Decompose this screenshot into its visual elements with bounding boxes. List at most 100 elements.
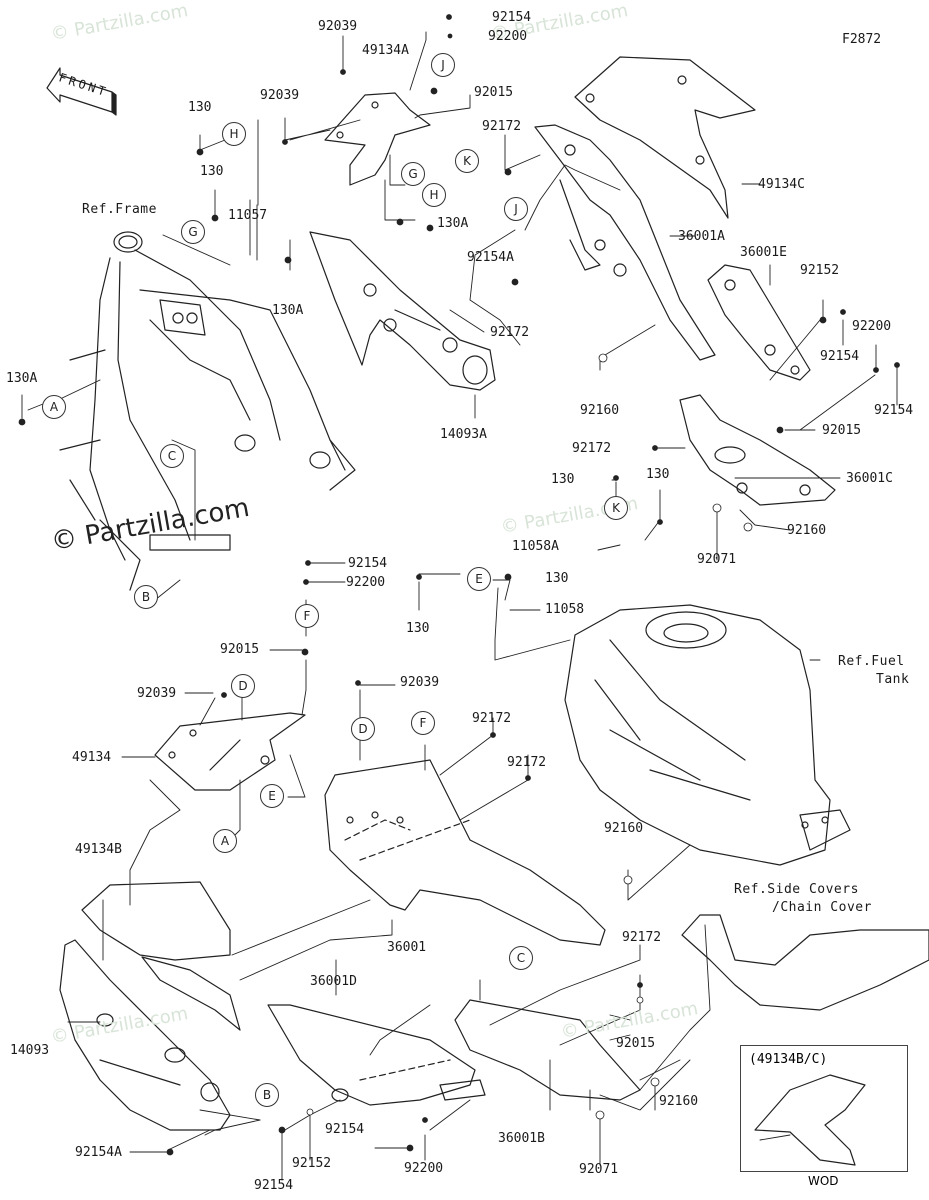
- part-label[interactable]: 92039: [260, 88, 300, 103]
- part-label[interactable]: 92015: [220, 642, 260, 657]
- part-label[interactable]: 92154: [492, 10, 532, 25]
- part-label[interactable]: 130: [200, 164, 224, 179]
- part-label[interactable]: 36001A: [678, 229, 725, 244]
- diagram-code: F2872: [842, 32, 882, 47]
- part-label[interactable]: 14093: [10, 1043, 50, 1058]
- part-label[interactable]: 92160: [580, 403, 620, 418]
- part-label[interactable]: 92015: [822, 423, 862, 438]
- part-36001e-drawing: [707, 264, 811, 381]
- callout-c: C: [160, 444, 184, 468]
- callout-b: B: [134, 585, 158, 609]
- part-label[interactable]: 92154: [874, 403, 914, 418]
- part-label[interactable]: 92172: [482, 119, 522, 134]
- part-label[interactable]: 11057: [228, 208, 268, 223]
- inset-caption: WOD: [808, 1174, 839, 1188]
- frame-drawing: [59, 231, 356, 591]
- part-label[interactable]: 130: [188, 100, 212, 115]
- callout-j: J: [431, 53, 455, 77]
- part-label[interactable]: 92071: [697, 552, 737, 567]
- part-label[interactable]: 36001: [387, 940, 427, 955]
- fasteners: [18, 14, 900, 1156]
- side-cover-drawing: [681, 914, 929, 1011]
- part-36001b-drawing: [439, 999, 641, 1101]
- part-label[interactable]: 92154: [254, 1178, 294, 1193]
- part-49134b-drawing: [81, 881, 241, 1031]
- part-label[interactable]: 92015: [616, 1036, 656, 1051]
- part-label[interactable]: 92200: [852, 319, 892, 334]
- callout-k: K: [455, 149, 479, 173]
- inset-title: (49134B/C): [749, 1052, 828, 1067]
- part-label[interactable]: 92172: [490, 325, 530, 340]
- part-label[interactable]: 92039: [400, 675, 440, 690]
- part-label[interactable]: 49134C: [758, 177, 805, 192]
- part-label[interactable]: 92071: [579, 1162, 619, 1177]
- callout-a: A: [213, 829, 237, 853]
- part-label[interactable]: 92039: [137, 686, 177, 701]
- part-label[interactable]: 92160: [604, 821, 644, 836]
- part-label[interactable]: 92039: [318, 19, 358, 34]
- part-49134a-drawing: [324, 92, 431, 186]
- part-label[interactable]: 130A: [6, 371, 38, 386]
- part-label[interactable]: 92154: [348, 556, 388, 571]
- variant-inset-box: (49134B/C): [740, 1045, 908, 1172]
- part-label[interactable]: 11058A: [512, 539, 559, 554]
- part-label[interactable]: 130: [551, 472, 575, 487]
- part-label[interactable]: 92154: [820, 349, 860, 364]
- part-label[interactable]: 49134B: [75, 842, 122, 857]
- part-label[interactable]: 36001D: [310, 974, 357, 989]
- part-label[interactable]: 36001E: [740, 245, 787, 260]
- callout-g: G: [181, 220, 205, 244]
- part-label[interactable]: 36001C: [846, 471, 893, 486]
- callout-e: E: [260, 784, 284, 808]
- part-label[interactable]: 92152: [800, 263, 840, 278]
- callout-d: D: [231, 674, 255, 698]
- part-label[interactable]: 36001B: [498, 1131, 545, 1146]
- callout-b: B: [255, 1083, 279, 1107]
- part-label[interactable]: 92172: [472, 711, 512, 726]
- part-36001d-drawing: [267, 1004, 476, 1106]
- part-label[interactable]: 130: [545, 571, 569, 586]
- part-label[interactable]: 92152: [292, 1156, 332, 1171]
- part-label[interactable]: 92172: [572, 441, 612, 456]
- part-label[interactable]: 92200: [488, 29, 528, 44]
- part-label[interactable]: 92154A: [467, 250, 514, 265]
- part-label[interactable]: 49134: [72, 750, 112, 765]
- fuel-tank-drawing: [564, 604, 851, 866]
- part-label[interactable]: 92200: [404, 1161, 444, 1176]
- part-label[interactable]: 130A: [437, 216, 469, 231]
- ref-fuel-tank-label-2: Tank: [876, 672, 910, 687]
- inset-part-drawing: [754, 1074, 866, 1166]
- callout-j: J: [504, 197, 528, 221]
- part-label[interactable]: 130A: [272, 303, 304, 318]
- callout-a: A: [42, 395, 66, 419]
- part-label[interactable]: 92200: [346, 575, 386, 590]
- callout-k: K: [604, 496, 628, 520]
- part-36001c-drawing: [679, 394, 836, 506]
- part-label[interactable]: 11058: [545, 602, 585, 617]
- callout-f: F: [411, 711, 435, 735]
- part-label[interactable]: 92015: [474, 85, 514, 100]
- part-49134c-drawing: [574, 56, 756, 219]
- part-label[interactable]: 92160: [787, 523, 827, 538]
- part-label[interactable]: 49134A: [362, 43, 409, 58]
- part-label[interactable]: 92154: [325, 1122, 365, 1137]
- ref-frame-label: Ref.Frame: [82, 202, 157, 217]
- callout-e: E: [467, 567, 491, 591]
- callout-g: G: [401, 162, 425, 186]
- part-label[interactable]: 92172: [622, 930, 662, 945]
- part-36001-drawing: [324, 759, 606, 946]
- part-label[interactable]: 92172: [507, 755, 547, 770]
- part-label[interactable]: 14093A: [440, 427, 487, 442]
- part-label[interactable]: 92160: [659, 1094, 699, 1109]
- ref-side-covers-label-2: /Chain Cover: [772, 900, 872, 915]
- part-label[interactable]: 92154A: [75, 1145, 122, 1160]
- part-label[interactable]: 130: [406, 621, 430, 636]
- front-arrow-icon: [46, 67, 117, 116]
- callout-h: H: [422, 183, 446, 207]
- ref-fuel-tank-label-1: Ref.Fuel: [838, 654, 905, 669]
- part-label[interactable]: 130: [646, 467, 670, 482]
- callout-d: D: [351, 717, 375, 741]
- ref-side-covers-label-1: Ref.Side Covers: [734, 882, 859, 897]
- leader-lines: [21, 31, 898, 1181]
